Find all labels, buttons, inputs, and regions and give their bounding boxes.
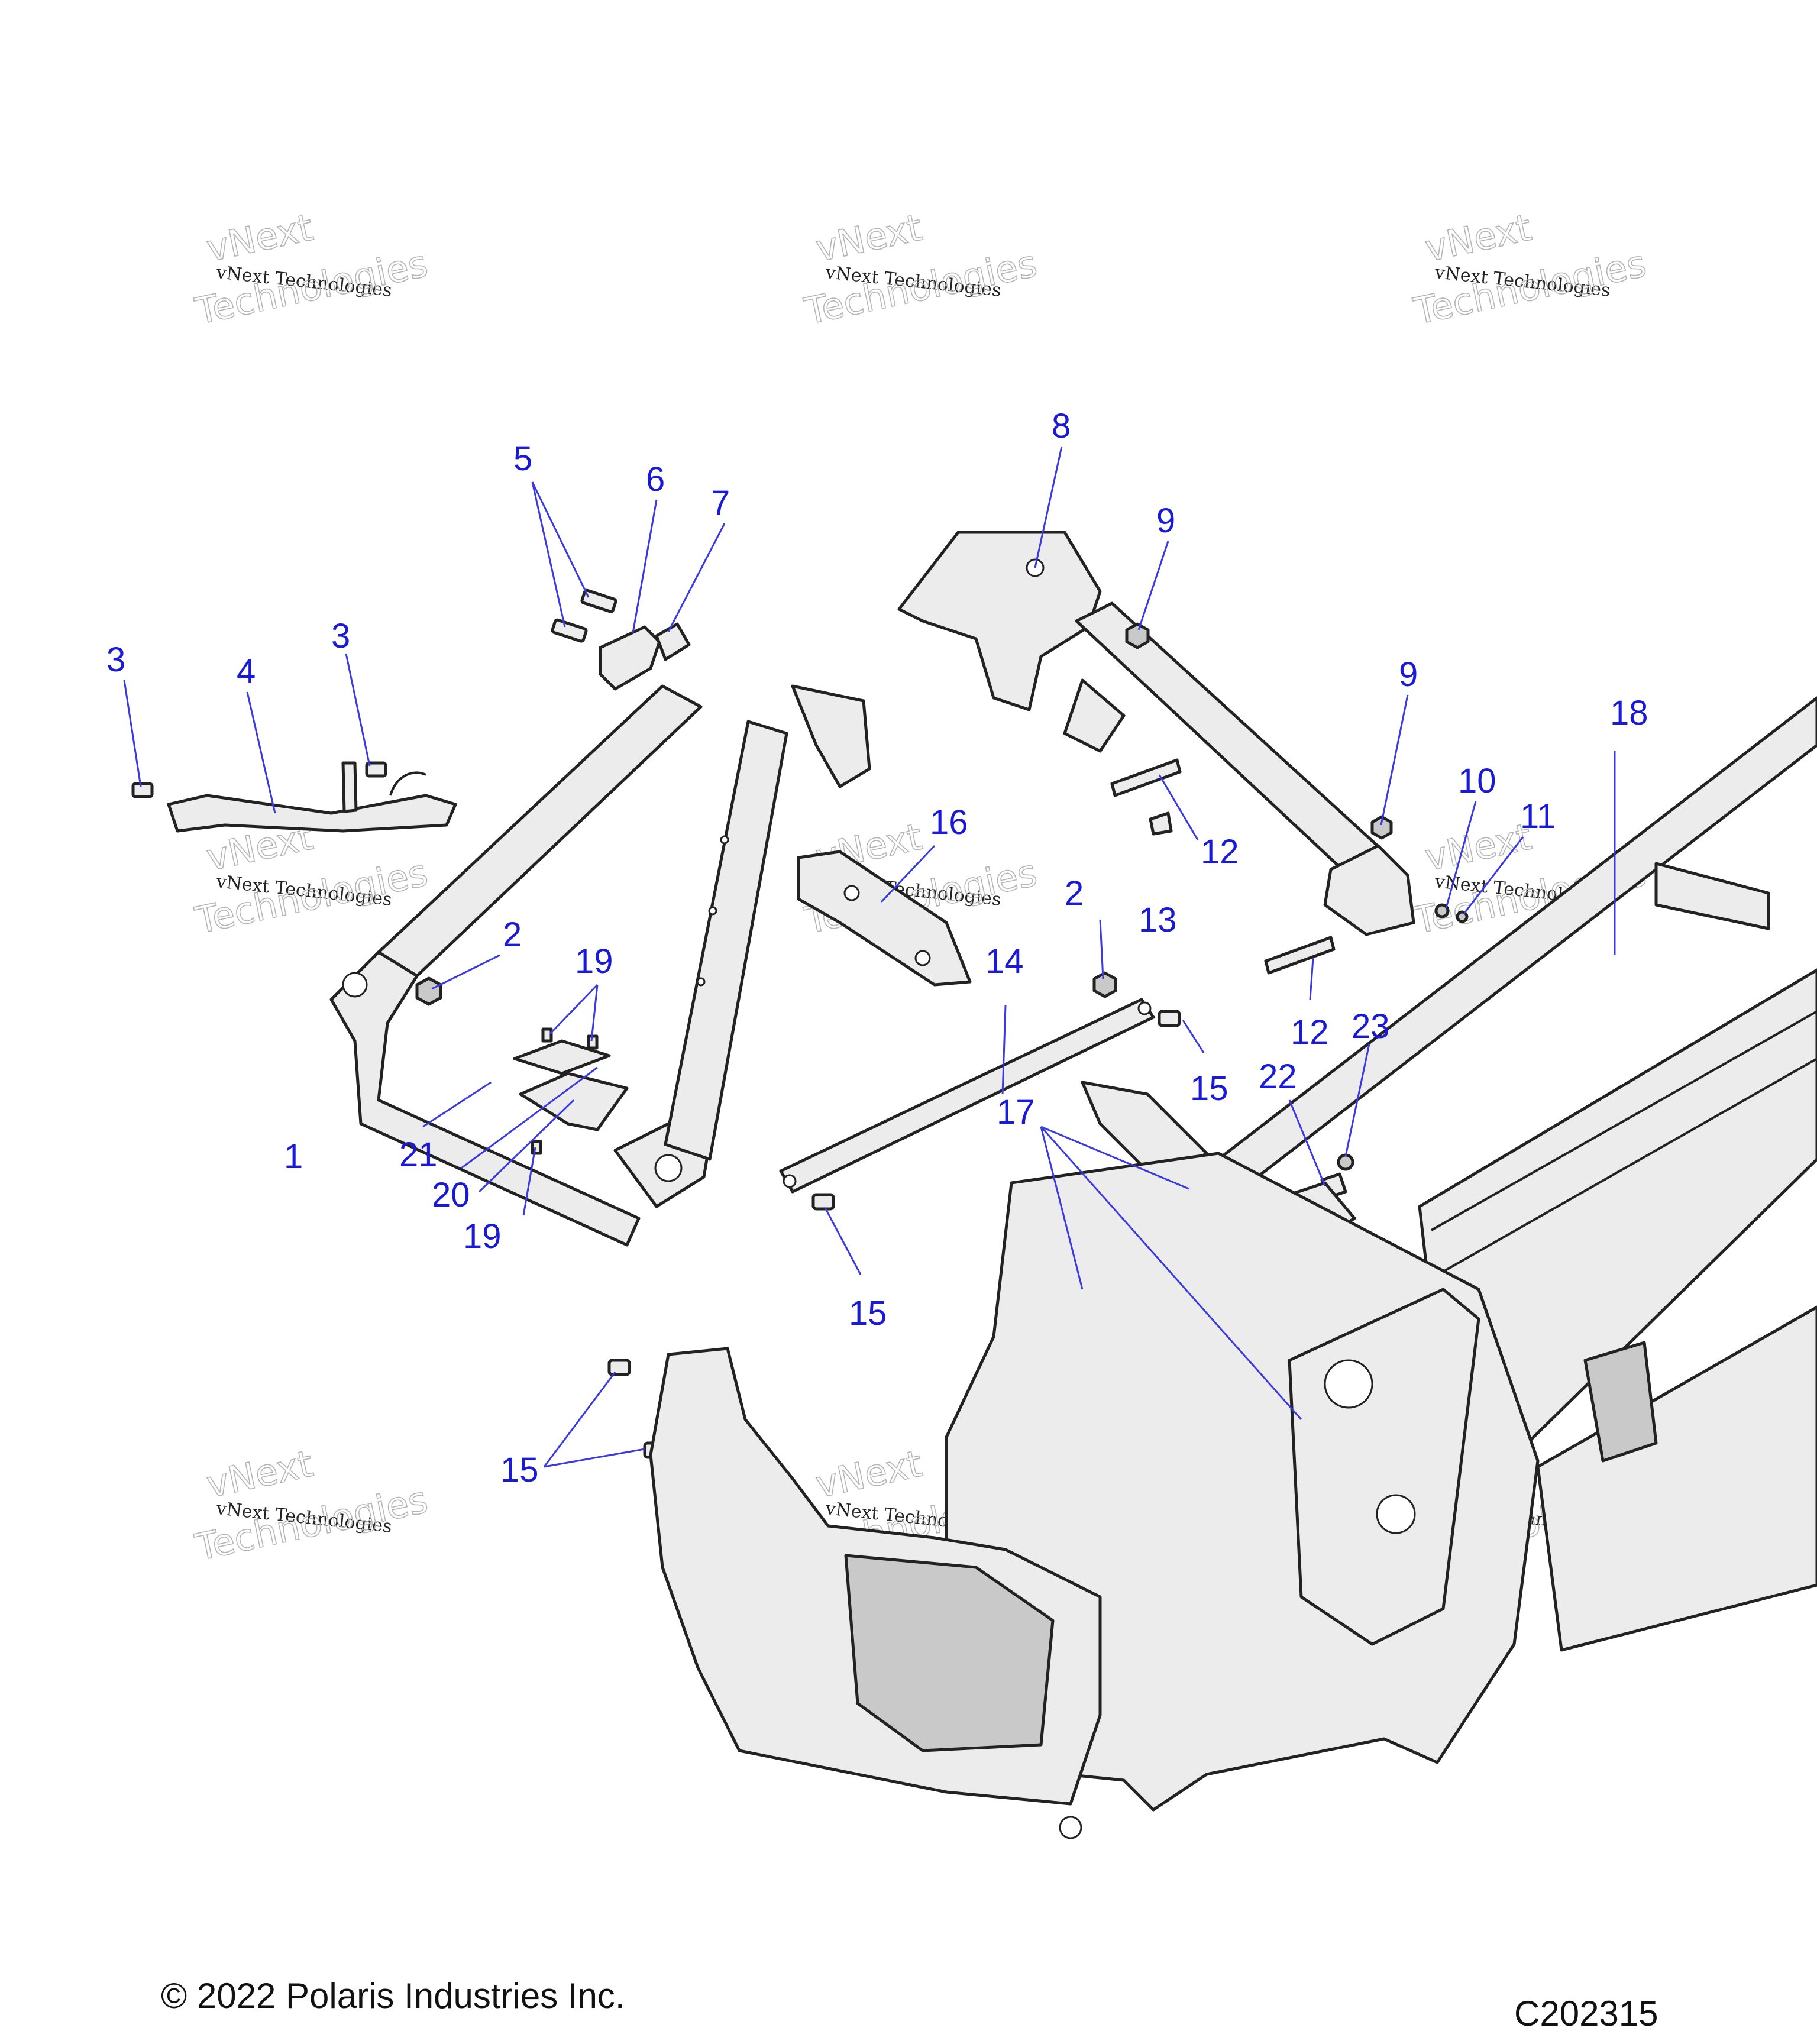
callout-18: 18 — [1610, 694, 1648, 732]
svg-text:vNext: vNext — [812, 1442, 926, 1506]
leader-lines — [123, 446, 1616, 1468]
callout-1: 1 — [284, 1137, 303, 1176]
steering-bracket-part — [167, 761, 457, 833]
watermark: vNext vNext Technologies Technologies — [800, 205, 1041, 334]
callout-23: 23 — [1352, 1007, 1390, 1046]
callout-10: 10 — [1458, 762, 1496, 800]
callout-22: 22 — [1259, 1057, 1297, 1096]
callout-19: 19 — [575, 942, 613, 981]
callout-9: 9 — [1399, 655, 1418, 694]
watermark: vNext vNext Technologies Technologies — [191, 1441, 432, 1570]
callout-5: 5 — [513, 439, 532, 478]
clamp-part — [551, 588, 691, 691]
callout-14: 14 — [985, 942, 1024, 981]
callout-6: 6 — [646, 460, 665, 499]
svg-text:vNext: vNext — [203, 1442, 316, 1506]
strap-part — [1110, 758, 1336, 975]
callout-2: 2 — [1065, 874, 1084, 913]
svg-text:vNext: vNext — [812, 206, 926, 270]
callout-3: 3 — [331, 617, 350, 655]
figure-code: C202315 — [1514, 1994, 1658, 2033]
plate-part — [513, 1027, 629, 1155]
callout-2: 2 — [503, 916, 522, 954]
callout-20: 20 — [432, 1176, 470, 1214]
upper-bracket-part — [791, 684, 871, 788]
callout-21: 21 — [399, 1136, 438, 1174]
copyright-notice: © 2022 Polaris Industries Inc. — [161, 1976, 625, 2016]
callout-17: 17 — [997, 1093, 1035, 1131]
callout-7: 7 — [711, 484, 730, 522]
nut-part — [415, 971, 1117, 1006]
front-frame-part — [329, 684, 712, 1247]
callout-15: 15 — [1190, 1069, 1228, 1108]
callout-12: 12 — [1291, 1013, 1329, 1052]
callout-11: 11 — [1520, 797, 1556, 836]
callout-16: 16 — [930, 803, 968, 842]
bolt-part — [131, 761, 387, 798]
svg-text:vNext: vNext — [203, 206, 316, 270]
nut-part — [1125, 622, 1469, 923]
callout-15: 15 — [500, 1451, 539, 1489]
svg-text:vNext: vNext — [1421, 815, 1535, 879]
steering-post-part — [897, 531, 1415, 936]
callout-19: 19 — [463, 1217, 502, 1256]
watermark: vNext vNext Technologies Technologies — [191, 205, 432, 334]
svg-text:vNext: vNext — [1421, 206, 1535, 270]
callout-3: 3 — [106, 641, 125, 679]
chassis-part — [649, 1152, 1817, 1839]
callout-12: 12 — [1201, 833, 1239, 871]
watermark: vNext vNext Technologies Technologies — [1409, 205, 1650, 334]
watermark: vNext vNext Technologies Technologies — [191, 814, 432, 943]
callout-9: 9 — [1156, 502, 1175, 540]
tie-rod-part — [779, 998, 1155, 1194]
callout-4: 4 — [237, 652, 256, 691]
callout-15: 15 — [849, 1294, 887, 1333]
rear-support-tube-part — [664, 720, 788, 1161]
callout-8: 8 — [1052, 407, 1071, 445]
mounting-plate-part — [797, 850, 972, 987]
callout-13: 13 — [1139, 901, 1177, 939]
